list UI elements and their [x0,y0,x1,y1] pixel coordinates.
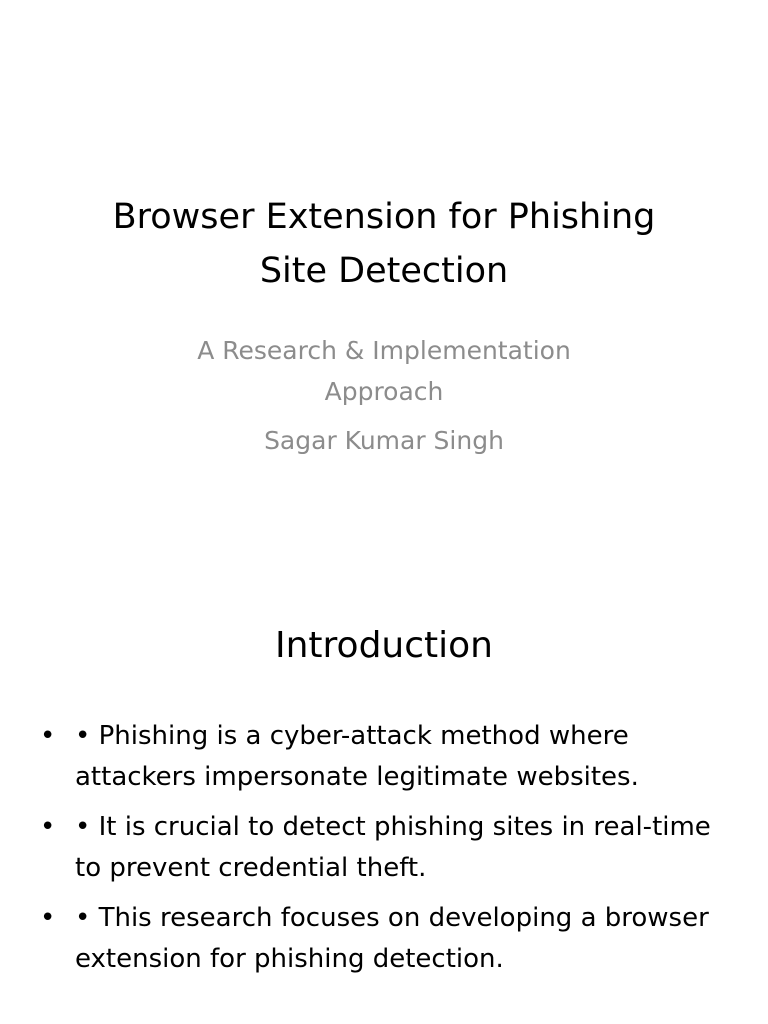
slide-subtitle: A Research & Implementation Approach Sag… [60,330,708,469]
list-item: • • This research focuses on developing … [40,898,730,980]
bullet-marker: • [40,812,56,842]
slide-title-line2: Site Detection [259,251,509,291]
subtitle-text: A Research & Implementation Approach [60,330,708,412]
subtitle-line1: A Research & Implementation [197,336,571,365]
bullet-text: • It is crucial to detect phishing sites… [75,812,711,883]
slide-title: Browser Extension for Phishing Site Dete… [40,190,728,298]
title-slide: Browser Extension for Phishing Site Dete… [40,190,728,469]
list-item: • • Phishing is a cyber-attack method wh… [40,716,730,798]
list-item: • • It is crucial to detect phishing sit… [40,807,730,889]
author-name: Sagar Kumar Singh [264,426,504,455]
bullet-list: • • Phishing is a cyber-attack method wh… [40,716,730,989]
subtitle-line2: Approach [324,377,444,406]
bullet-marker: • [40,903,56,933]
slide-title-line1: Browser Extension for Phishing [112,197,656,237]
bullet-text: • Phishing is a cyber-attack method wher… [75,721,639,792]
introduction-slide: Introduction • • Phishing is a cyber-att… [0,576,768,1024]
bullet-marker: • [40,721,56,751]
slide-heading: Introduction [274,625,493,666]
bullet-text: • This research focuses on developing a … [75,903,709,974]
